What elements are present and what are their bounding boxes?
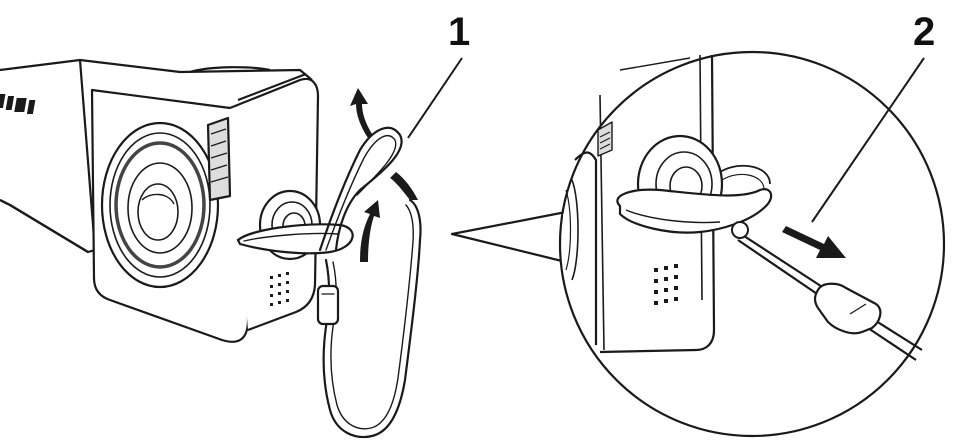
lens-glass xyxy=(137,183,179,241)
step-1-label: 1 xyxy=(448,10,471,54)
zoomed-camera-detail xyxy=(565,54,923,361)
pull-arrow-icon xyxy=(782,226,846,258)
flash-window xyxy=(206,116,232,202)
zoom-callout xyxy=(450,50,946,438)
zoomed-flash-window xyxy=(597,121,613,157)
zoomed-speaker-grille xyxy=(654,264,678,305)
zoom-circle xyxy=(558,50,946,438)
curved-arrow-up-icon xyxy=(350,88,418,262)
zoomed-strap-loop xyxy=(616,188,773,234)
brand-logo xyxy=(0,94,36,114)
step-1-leader-line xyxy=(407,57,463,139)
strap-slider xyxy=(316,284,340,326)
zoomed-cord-sleeve xyxy=(813,282,882,335)
camera-body-left-panel xyxy=(0,58,97,254)
zoom-pointer xyxy=(450,210,568,264)
step-2-leader-line xyxy=(811,57,925,223)
speaker-grille xyxy=(270,272,289,306)
step-2-label: 2 xyxy=(913,10,936,54)
camera-body xyxy=(0,58,322,343)
wrist-strap-loop xyxy=(236,126,422,439)
